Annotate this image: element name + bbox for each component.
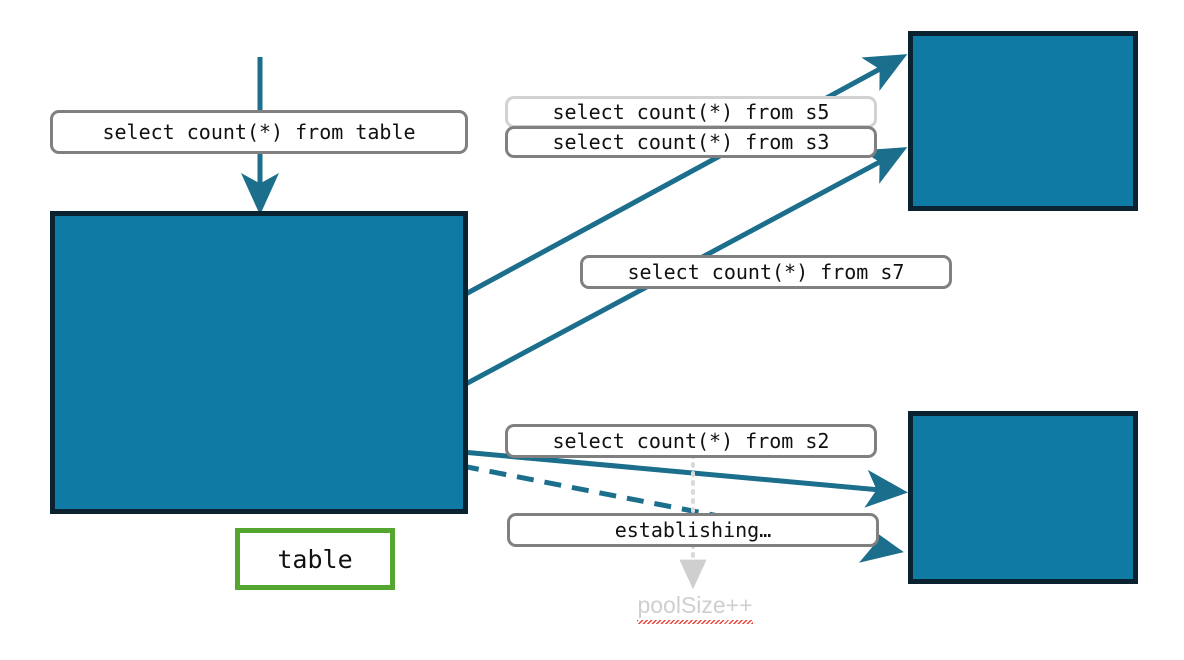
label-query-s3[interactable]: select count(*) from s3: [505, 126, 877, 158]
label-query-table[interactable]: select count(*) from table: [50, 110, 468, 154]
annotation-poolsize: poolSize++: [600, 592, 790, 624]
annotation-poolsize-text: poolSize++: [637, 592, 753, 624]
label-query-s5[interactable]: select count(*) from s5: [505, 96, 877, 128]
database-table-panel: table: [50, 211, 468, 590]
label-query-s7[interactable]: select count(*) from s7: [580, 255, 952, 289]
node-table[interactable]: table: [235, 528, 395, 590]
connection-pool-panel-top: s1 s3 s5 s7: [908, 31, 1138, 211]
connection-pool-panel-bottom: s2 s6 s4: [908, 411, 1138, 584]
label-query-s2[interactable]: select count(*) from s2: [505, 424, 877, 458]
label-establishing[interactable]: establishing…: [507, 513, 879, 547]
wire-table-to-pool-bottom: [461, 449, 908, 508]
